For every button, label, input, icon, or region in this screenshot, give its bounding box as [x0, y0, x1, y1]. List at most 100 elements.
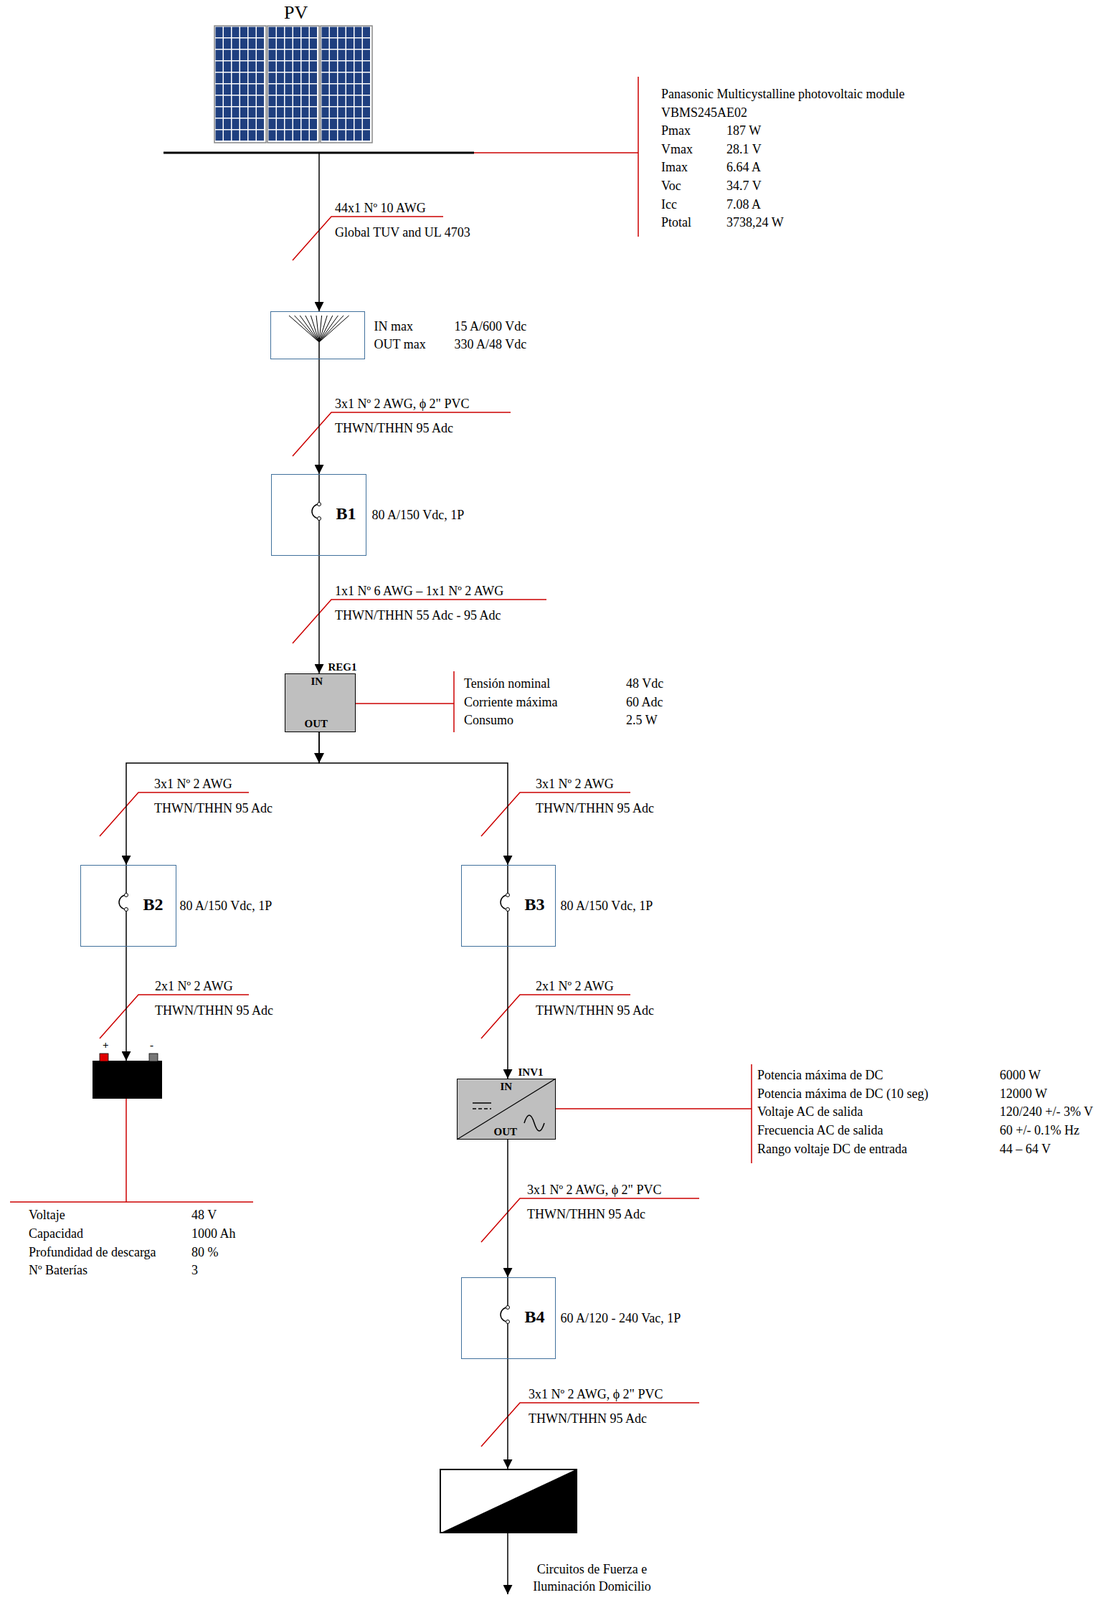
pv-cell [215, 61, 224, 73]
annotation-text: 48 Vdc [626, 676, 664, 691]
pv-cell [256, 84, 264, 96]
leader-line [125, 1098, 127, 1202]
pv-cell [223, 84, 231, 96]
battery-body [92, 1060, 163, 1099]
pv-cell [285, 50, 293, 61]
annotation-text: 12000 W [999, 1086, 1048, 1101]
pv-cell [338, 84, 346, 96]
pv-cell [240, 61, 248, 73]
annotation-text: THWN/THHN 95 Adc [154, 1003, 274, 1018]
annotation-text: 2.5 W [626, 712, 658, 728]
pv-cell [232, 107, 240, 119]
annotation-text: 120/240 +/- 3% V [999, 1104, 1093, 1119]
leader-bracket [10, 1201, 254, 1203]
annotation-text: 28.1 V [726, 141, 762, 157]
pv-cell [301, 50, 310, 61]
annotation-text: Icc [661, 197, 677, 212]
node-text: 80 A/150 Vdc, 1P [560, 898, 654, 913]
annotation-text: THWN/THHN 95 Adc [527, 1206, 646, 1222]
pv-cell [215, 38, 224, 50]
pv-cell [223, 107, 231, 119]
annotation-text: 60 Adc [626, 694, 664, 710]
node-text: IN [311, 675, 324, 688]
node-text: INV1 [518, 1066, 544, 1078]
node-text: OUT [304, 717, 329, 730]
pv-cell [256, 96, 264, 107]
annotation-text: 3x1 Nº 2 AWG [535, 776, 614, 791]
pv-cell [362, 119, 371, 130]
pv-cell [354, 27, 363, 39]
pv-cell [329, 84, 338, 96]
annotation-text: 44 – 64 V [999, 1141, 1051, 1157]
combiner-wire [318, 342, 320, 360]
pv-cell [338, 73, 346, 84]
pv-cell [329, 27, 338, 39]
pv-cell [268, 73, 277, 84]
node-text: 60 A/120 - 240 Vac, 1P [560, 1310, 682, 1326]
ac-symbol [524, 1115, 545, 1131]
pv-cell [346, 27, 354, 39]
combiner-string [305, 315, 320, 343]
pv-cell [240, 119, 248, 130]
pv-cell [329, 130, 338, 142]
node-text: PV [283, 2, 308, 23]
annotation-text: Global TUV and UL 4703 [334, 225, 471, 240]
annotation-text: Panasonic Multicystalline photovoltaic m… [661, 86, 905, 102]
wire-connector [318, 359, 320, 475]
annotation-text: 2x1 Nº 2 AWG [535, 978, 614, 994]
combiner-string [319, 315, 338, 343]
pv-cell [232, 130, 240, 142]
pv-cell [346, 96, 354, 107]
pv-cell [276, 130, 284, 142]
pv-cell [338, 119, 346, 130]
pv-cell [329, 119, 338, 130]
pv-cell [240, 96, 248, 107]
pv-cell [346, 107, 354, 119]
breaker-contact [506, 1320, 510, 1324]
annotation-text: Ptotal [661, 215, 692, 230]
pv-cell [285, 27, 293, 39]
pv-cell [268, 107, 277, 119]
pv-cell [285, 130, 293, 142]
pv-cell [215, 119, 224, 130]
pv-cell [362, 38, 371, 50]
pv-cell [276, 84, 284, 96]
breaker-symbol [311, 474, 320, 556]
pv-cell [248, 38, 257, 50]
pv-cell [309, 84, 317, 96]
pv-cell [285, 73, 293, 84]
pv-cell [215, 73, 224, 84]
diagram-box: B280 A/150 Vdc, 1P [80, 864, 177, 947]
node-text: B3 [524, 894, 546, 914]
pv-cell [232, 61, 240, 73]
pv-cell [215, 50, 224, 61]
annotation-text: THWN/THHN 95 Adc [334, 420, 454, 436]
wire-connector [507, 1139, 509, 1278]
annotation-text: THWN/THHN 95 Adc [535, 1003, 655, 1018]
pv-cell [293, 96, 301, 107]
pv-cell [346, 84, 354, 96]
pv-cell [248, 119, 257, 130]
combiner-string [319, 315, 344, 343]
dc-symbol [472, 1107, 492, 1110]
diagram-box: B460 A/120 - 240 Vac, 1P [461, 1277, 556, 1359]
pv-cell [293, 84, 301, 96]
pv-cell [232, 38, 240, 50]
wire-connector [126, 732, 320, 865]
annotation-text: Pmax [661, 123, 691, 138]
pv-cell [223, 96, 231, 107]
pv-cell [354, 96, 363, 107]
wire-connector [125, 946, 127, 1061]
diagram-box: REG1INOUT [284, 673, 356, 733]
annotation-text: Imax [661, 159, 688, 175]
diagram-box: B380 A/150 Vdc, 1P [461, 864, 556, 947]
pv-cell [285, 38, 293, 50]
pv-cell [338, 50, 346, 61]
pv-cell [321, 73, 330, 84]
leader-line [474, 152, 639, 154]
pv-cell [256, 61, 264, 73]
pv-cell [362, 50, 371, 61]
pv-cell [276, 50, 284, 61]
wire-connector [507, 946, 509, 1079]
pv-cell [354, 38, 363, 50]
